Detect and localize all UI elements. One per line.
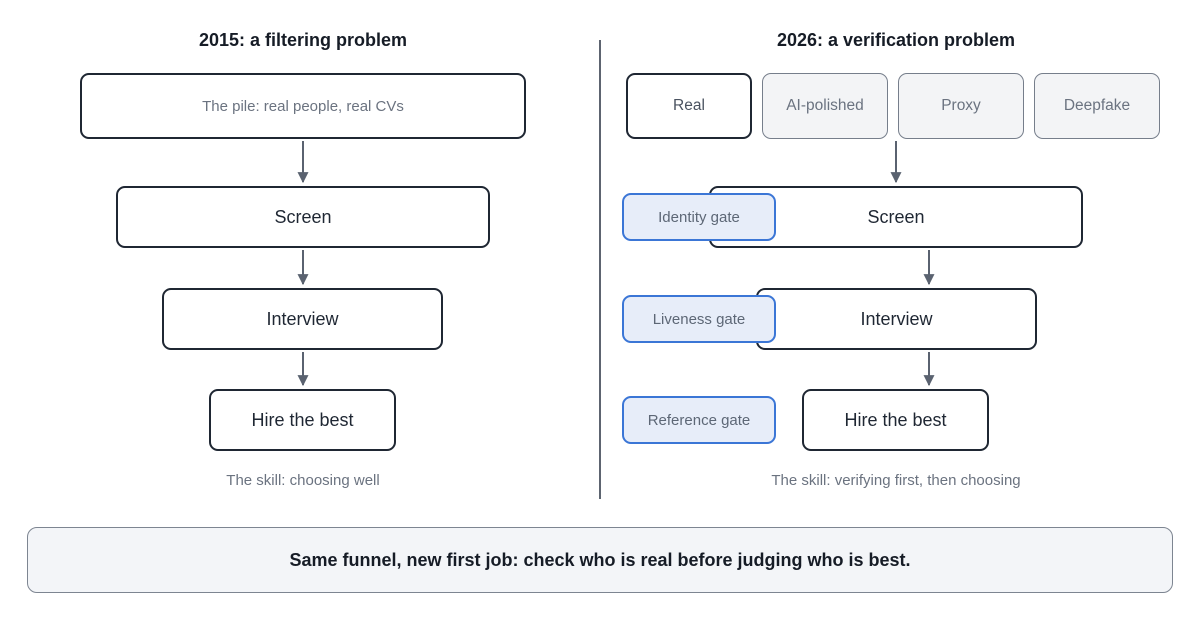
source-deepfake: Deepfake [1034,73,1160,139]
right-panel-title: 2026: a verification problem [776,30,1016,50]
identity-gate: Identity gate [622,193,776,241]
left-caption: The skill: choosing well [226,472,380,489]
liveness-gate: Liveness gate [622,295,776,343]
reference-gate: Reference gate [622,396,776,444]
right-interview-step: Interview [756,288,1037,350]
left-panel-title: 2015: a filtering problem [198,30,408,50]
left-pile-box: The pile: real people, real CVs [80,73,526,139]
right-caption: The skill: verifying first, then choosin… [771,472,1021,489]
left-hire-step: Hire the best [209,389,396,451]
left-screen-step: Screen [116,186,490,248]
summary-banner: Same funnel, new first job: check who is… [27,527,1173,593]
panel-divider [599,40,601,499]
source-real: Real [626,73,752,139]
left-interview-step: Interview [162,288,443,350]
right-hire-step: Hire the best [802,389,989,451]
source-ai-polished: AI-polished [762,73,888,139]
source-proxy: Proxy [898,73,1024,139]
